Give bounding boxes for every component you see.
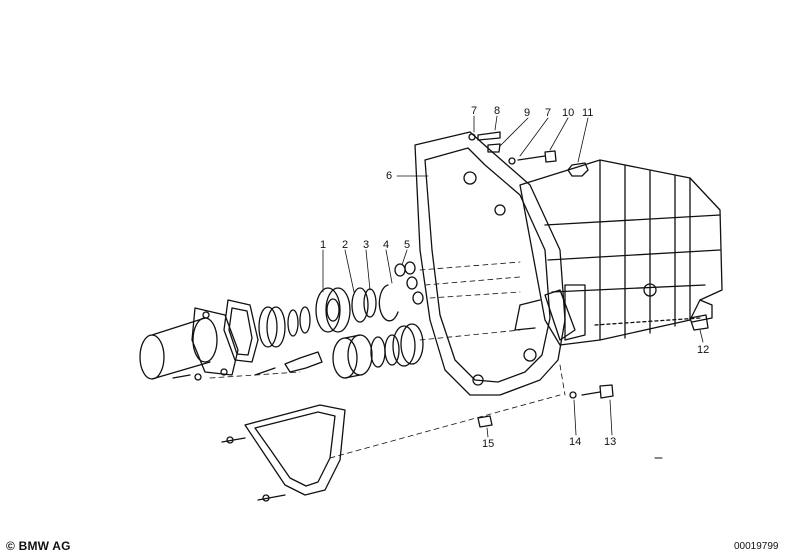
retainer-bolt [172, 374, 191, 379]
circlip-a [287, 309, 299, 337]
callout-2: 2 [342, 239, 349, 251]
snap-ring [351, 287, 369, 323]
leader-lines [322, 115, 704, 438]
callout-6: 6 [386, 170, 393, 182]
callout-9: 9 [524, 107, 531, 119]
input-shaft-retainer [139, 307, 239, 380]
bell-housing [414, 131, 586, 396]
sealing-plugs [394, 261, 424, 305]
lower-bolts [477, 314, 709, 428]
circlip-b [299, 306, 311, 334]
callout-7b: 7 [545, 107, 552, 119]
callout-5: 5 [404, 239, 411, 251]
callout-14: 14 [569, 436, 582, 448]
drawing-number: 00019799 [734, 541, 779, 552]
callout-3: 3 [363, 239, 370, 251]
callout-11: 11 [582, 107, 594, 119]
callout-10: 10 [562, 107, 575, 119]
callout-12: 12 [697, 344, 710, 356]
upper-bolts [468, 131, 589, 177]
circlip [378, 284, 399, 322]
shaft-seal [258, 306, 286, 348]
copyright-label: © BMW AG [6, 539, 71, 553]
callout-13: 13 [604, 436, 617, 448]
ball-bearing [315, 287, 351, 333]
retaining-ring [363, 288, 377, 318]
callout-8: 8 [494, 105, 501, 117]
lower-bearing-set [254, 323, 424, 379]
dust-cover [221, 404, 346, 501]
phantom-lines [209, 261, 566, 459]
callout-1: 1 [320, 239, 327, 251]
gasket [223, 299, 259, 363]
callout-4: 4 [383, 239, 390, 251]
gearbox-case [519, 159, 723, 346]
callout-7a: 7 [471, 105, 478, 117]
callout-15: 15 [482, 438, 495, 450]
